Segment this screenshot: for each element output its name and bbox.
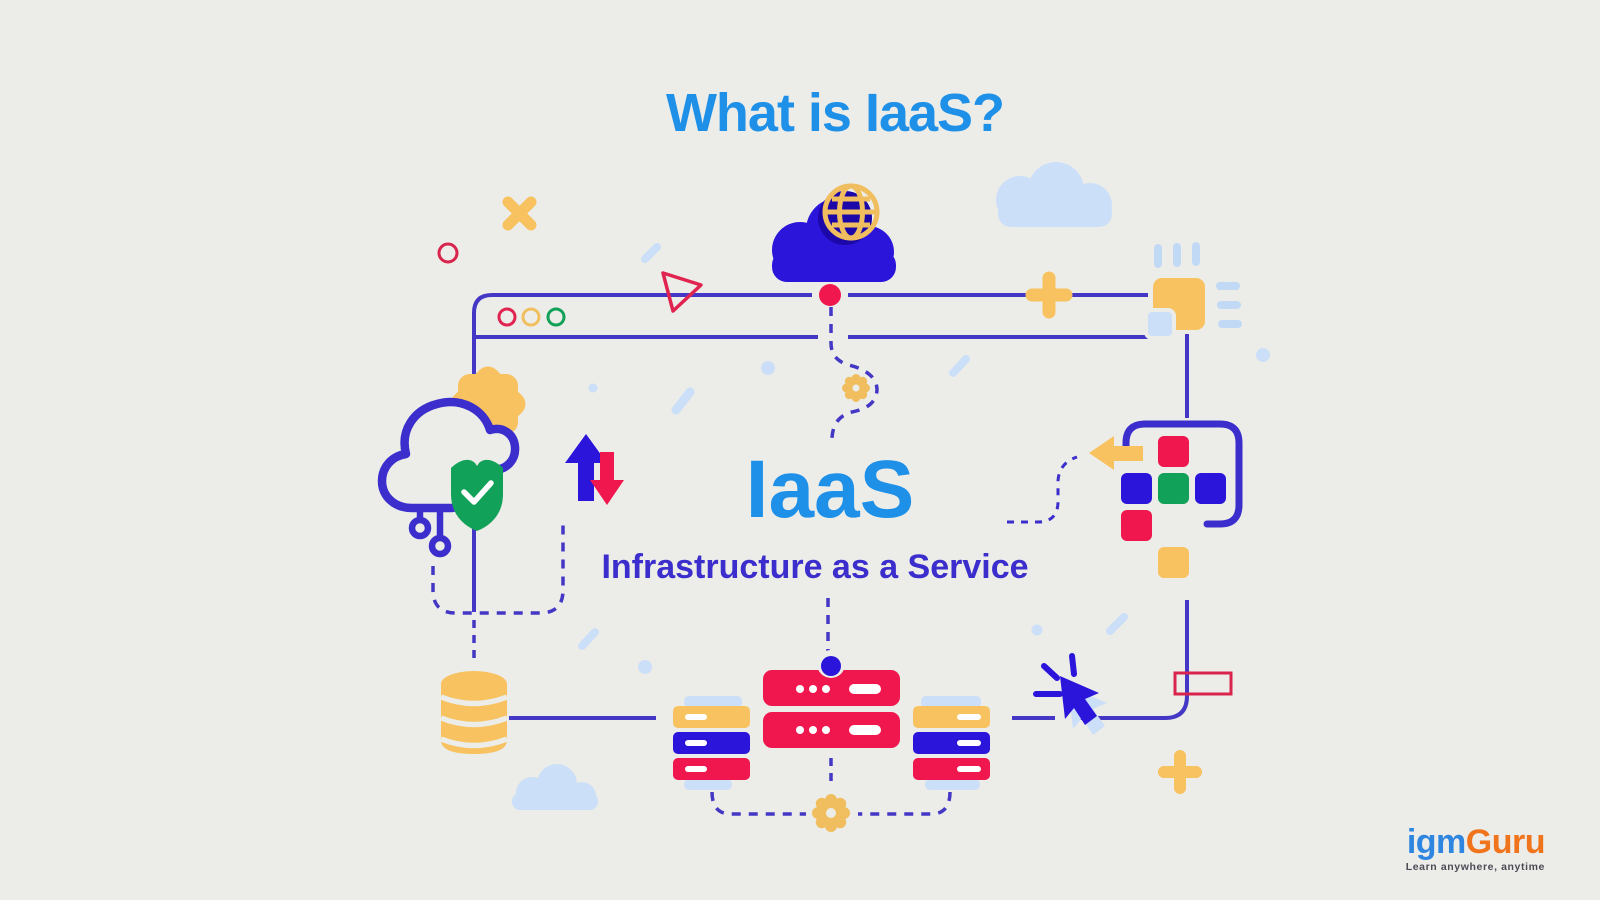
- app-grid-icon: [1007, 420, 1243, 578]
- dashed-link-right-gear: [858, 791, 952, 816]
- browser-window: [472, 271, 1148, 612]
- settings-gear-icon: [812, 794, 850, 832]
- plus-icon: [1025, 271, 1073, 319]
- logo-tagline: Learn anywhere, anytime: [1405, 860, 1545, 873]
- cloud-globe-icon: [772, 183, 896, 282]
- cloud-decor-bottom-left: [512, 764, 598, 810]
- dashed-link-left-gear: [710, 791, 806, 816]
- arrow-left-icon: [1089, 436, 1143, 470]
- circle-outline-decor: [437, 242, 459, 264]
- app-square-icon: [1144, 242, 1242, 340]
- server-stack-right: [913, 696, 990, 790]
- play-triangle-icon: [661, 271, 703, 313]
- shield-check-icon: [451, 459, 503, 531]
- node-dot-red: [819, 284, 841, 306]
- globe-icon: [822, 183, 880, 241]
- iaas-full-name: Infrastructure as a Service: [601, 548, 1029, 586]
- brand-logo: igmGuru Learn anywhere, anytime: [1405, 822, 1546, 873]
- upload-download-arrows-icon: [565, 434, 624, 505]
- cursor-click-icon: [1033, 653, 1107, 735]
- dashed-flow-left: [431, 518, 565, 615]
- cross-mark-icon: [502, 196, 537, 231]
- page-title: What is IaaS?: [665, 83, 1005, 143]
- database-icon: [439, 671, 509, 754]
- node-dot-blue: [821, 656, 841, 676]
- circuit-nodes: [408, 506, 452, 558]
- plus-icon: [1158, 750, 1202, 794]
- logo-prefix: igm: [1406, 822, 1466, 861]
- window-control-dots: [497, 307, 566, 327]
- dashed-flow-center: [829, 307, 879, 439]
- dashed-flow-right: [1007, 455, 1078, 524]
- connector-right-bottom: [1012, 600, 1189, 720]
- decorations: [437, 162, 1270, 810]
- server-stack-left: [673, 696, 750, 790]
- gear-icon: [842, 374, 870, 402]
- iaas-acronym: IaaS: [745, 444, 915, 535]
- cloud-security-icon: [377, 366, 526, 558]
- logo-suffix: Guru: [1465, 822, 1546, 861]
- logo-wordmark: igmGuru: [1406, 822, 1546, 861]
- selection-rect-decor: [1173, 671, 1233, 696]
- main-server-icon: [763, 598, 900, 788]
- cloud-decor-top-right: [996, 162, 1112, 227]
